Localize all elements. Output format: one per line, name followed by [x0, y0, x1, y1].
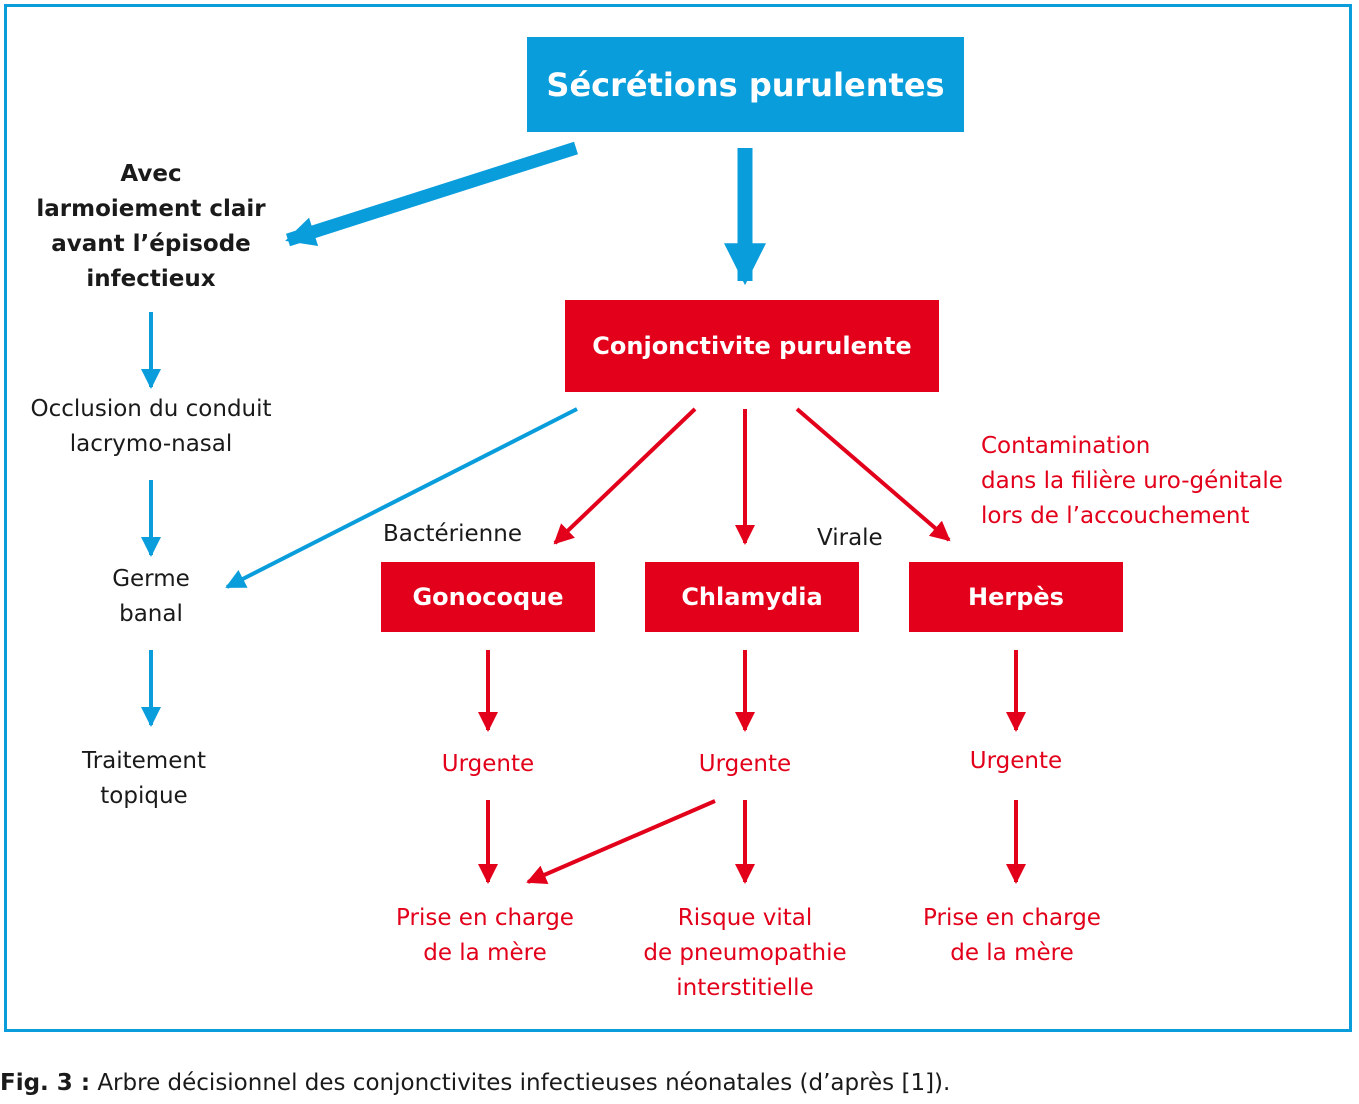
- contamination-line: dans la filière uro-génitale: [981, 468, 1283, 494]
- traitement-line: Traitement: [82, 748, 206, 774]
- outcome-gonocoque: Prise en charge de la mère: [355, 901, 615, 971]
- traitement-line: topique: [100, 783, 188, 809]
- larmoiement-line: infectieux: [86, 266, 216, 292]
- occlusion-text: Occlusion du conduit lacrymo-nasal: [0, 392, 302, 462]
- outcome-line: Prise en charge: [396, 905, 574, 931]
- bacterienne-label: Bactérienne: [383, 521, 522, 547]
- gonocoque-box: Gonocoque: [381, 562, 595, 632]
- occlusion-line: lacrymo-nasal: [69, 431, 233, 457]
- conjonctivite-label: Conjonctivite purulente: [592, 332, 912, 360]
- caption-text: Arbre décisionnel des conjonctivites inf…: [90, 1070, 951, 1096]
- figure-caption: Fig. 3 : Arbre décisionnel des conjoncti…: [0, 1070, 950, 1096]
- virale-label: Virale: [817, 525, 883, 551]
- outcome-line: Risque vital: [677, 905, 813, 931]
- arrow-main-to-herpes: [795, 407, 951, 542]
- arrow-top-to-left: [285, 141, 578, 247]
- arrow-main-to-germe: [225, 407, 578, 589]
- occlusion-line: Occlusion du conduit: [30, 396, 272, 422]
- traitement-text: Traitement topique: [0, 744, 288, 814]
- arrow-urgente2-to-mere: [526, 799, 716, 885]
- diagram-frame: [4, 4, 1352, 1032]
- herpes-label: Herpès: [968, 583, 1064, 611]
- herpes-box: Herpès: [909, 562, 1123, 632]
- urgente-gonocoque: Urgente: [441, 751, 535, 777]
- outcome-herpes: Prise en charge de la mère: [882, 901, 1142, 971]
- chlamydia-label: Chlamydia: [681, 583, 823, 611]
- larmoiement-line: avant l’épisode: [51, 231, 251, 257]
- conjonctivite-box: Conjonctivite purulente: [565, 300, 939, 392]
- urgente-chlamydia: Urgente: [698, 751, 792, 777]
- secretions-label: Sécrétions purulentes: [546, 65, 945, 104]
- germe-line: banal: [119, 601, 183, 627]
- outcome-chlamydia: Risque vital de pneumopathie interstitie…: [600, 901, 890, 1006]
- contamination-line: Contamination: [981, 433, 1151, 459]
- outcome-line: de la mère: [423, 940, 547, 966]
- contamination-line: lors de l’accouchement: [981, 503, 1250, 529]
- chlamydia-box: Chlamydia: [645, 562, 859, 632]
- outcome-line: de la mère: [950, 940, 1074, 966]
- germe-banal-text: Germe banal: [0, 562, 302, 632]
- larmoiement-line: larmoiement clair: [36, 196, 266, 222]
- gonocoque-label: Gonocoque: [412, 583, 564, 611]
- larmoiement-text: Avec larmoiement clair avant l’épisode i…: [0, 157, 302, 297]
- urgente-herpes: Urgente: [969, 748, 1063, 774]
- outcome-line: interstitielle: [676, 975, 814, 1001]
- outcome-line: de pneumopathie: [643, 940, 847, 966]
- secretions-box: Sécrétions purulentes: [527, 37, 964, 132]
- germe-line: Germe: [112, 566, 190, 592]
- larmoiement-line: Avec: [120, 161, 182, 187]
- contamination-text: Contamination dans la filière uro-génita…: [981, 429, 1283, 534]
- outcome-line: Prise en charge: [923, 905, 1101, 931]
- caption-label: Fig. 3 :: [0, 1070, 91, 1096]
- arrow-main-to-gonocoque: [553, 407, 697, 545]
